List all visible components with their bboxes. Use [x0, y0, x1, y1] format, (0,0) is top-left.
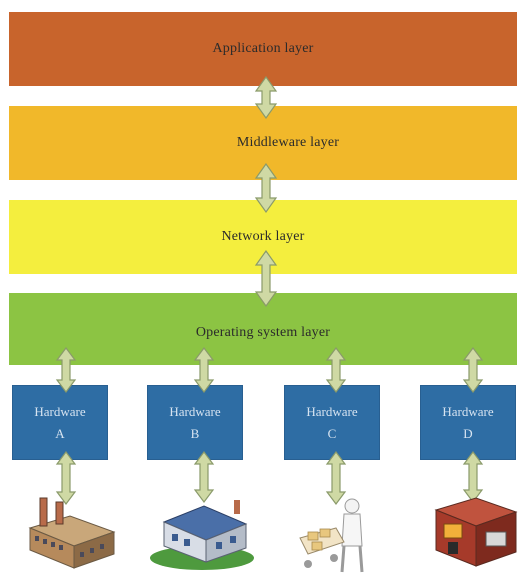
hardware-b-letter: B: [190, 425, 200, 441]
arrow-os-hardware-c: [325, 347, 347, 393]
factory-icon: [28, 497, 116, 569]
arrow-os-hardware-d: [462, 347, 484, 393]
arrow-app-middleware: [254, 75, 278, 120]
person-with-cart-icon: [299, 498, 364, 573]
hardware-d-title: Hardware: [442, 403, 494, 419]
arrow-middleware-network: [254, 162, 278, 214]
os-layer: Operating system layer: [9, 293, 517, 365]
hardware-box-b: Hardware B: [147, 385, 243, 460]
hardware-c-title: Hardware: [306, 403, 358, 419]
application-layer: Application layer: [9, 12, 517, 86]
arrow-os-hardware-b: [193, 347, 215, 393]
middleware-layer-label: Middleware layer: [236, 135, 340, 150]
hardware-b-title: Hardware: [169, 403, 221, 419]
hardware-box-c: Hardware C: [284, 385, 380, 460]
hardware-box-d: Hardware D: [420, 385, 516, 460]
network-layer-label: Network layer: [221, 229, 305, 244]
arrow-network-os: [254, 249, 278, 308]
furnace-building-icon: [434, 497, 518, 567]
house-icon: [150, 500, 254, 570]
hardware-box-a: Hardware A: [12, 385, 108, 460]
hardware-d-letter: D: [463, 425, 473, 441]
arrow-hardware-d-device: [462, 451, 484, 503]
hardware-a-letter: A: [55, 425, 65, 441]
application-layer-label: Application layer: [212, 41, 314, 56]
os-layer-label: Operating system layer: [195, 325, 331, 340]
hardware-a-title: Hardware: [34, 403, 86, 419]
hardware-c-letter: C: [327, 425, 337, 441]
arrow-hardware-b-device: [193, 451, 215, 503]
arrow-os-hardware-a: [55, 347, 77, 393]
arrow-hardware-a-device: [55, 451, 77, 505]
arrow-hardware-c-device: [325, 451, 347, 505]
